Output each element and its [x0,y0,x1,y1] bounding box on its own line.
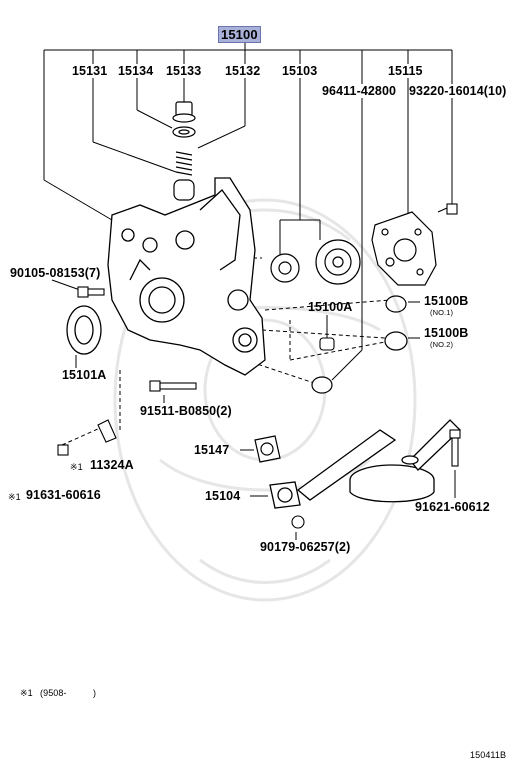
label-90105-08153[interactable]: 90105-08153(7) [10,266,101,280]
footnote-date-close: ) [93,688,97,698]
pump-cover [371,211,437,286]
relief-valve-parts [172,101,196,201]
main-part-number[interactable]: 15100 [218,26,261,43]
bolt-91631 [57,444,69,456]
label-91621-60612[interactable]: 91621-60612 [415,500,490,514]
label-15134[interactable]: 15134 [118,64,154,78]
label-15100B-no2-sub: (NO.2) [430,340,454,349]
label-91631-mark: ※1 [8,492,21,502]
label-93220-16014[interactable]: 93220-16014(10) [409,84,507,98]
label-15100A[interactable]: 15100A [308,300,353,314]
footnote-mark: ※1 [20,688,33,698]
pump-rotors [270,239,361,285]
label-15131[interactable]: 15131 [72,64,108,78]
label-15100B-no1-sub: (NO.1) [430,308,454,317]
gasket-15147 [254,435,281,463]
label-15132[interactable]: 15132 [225,64,261,78]
label-91631-60616[interactable]: 91631-60616 [26,488,101,502]
label-15104[interactable]: 15104 [205,489,241,503]
oil-pump-body [107,177,266,376]
oil-strainer [269,419,461,509]
watermark-emblem [113,198,417,602]
nut-90179 [291,515,305,529]
bolt-90105 [77,286,105,298]
label-90179-06257[interactable]: 90179-06257(2) [260,540,351,554]
figure-id: 150411B [470,750,507,760]
o-rings [384,295,408,351]
oil-seal [66,305,102,355]
bolt-91621 [449,429,461,467]
bracket-11324A [97,419,117,443]
label-15147[interactable]: 15147 [194,443,230,457]
label-15103[interactable]: 15103 [282,64,318,78]
label-11324A[interactable]: 11324A [90,458,134,472]
label-15100[interactable]: 15100 [218,26,261,43]
label-91511-B0850[interactable]: 91511-B0850(2) [140,404,232,418]
label-15101A[interactable]: 15101A [62,368,107,382]
label-96411-42800[interactable]: 96411-42800 [322,84,397,98]
pin-15100A [319,337,335,351]
footnote-date-open: (9508- [40,688,67,698]
leader-lines [43,43,456,540]
screw-93220 [437,203,458,215]
label-11324A-mark: ※1 [70,462,83,472]
label-15100B-no2[interactable]: 15100B [424,326,469,340]
bolt-91511 [149,380,197,392]
label-15133[interactable]: 15133 [166,64,202,78]
label-15100B-no1[interactable]: 15100B [424,294,469,308]
plug-96411 [311,376,333,394]
label-15115[interactable]: 15115 [388,64,423,78]
